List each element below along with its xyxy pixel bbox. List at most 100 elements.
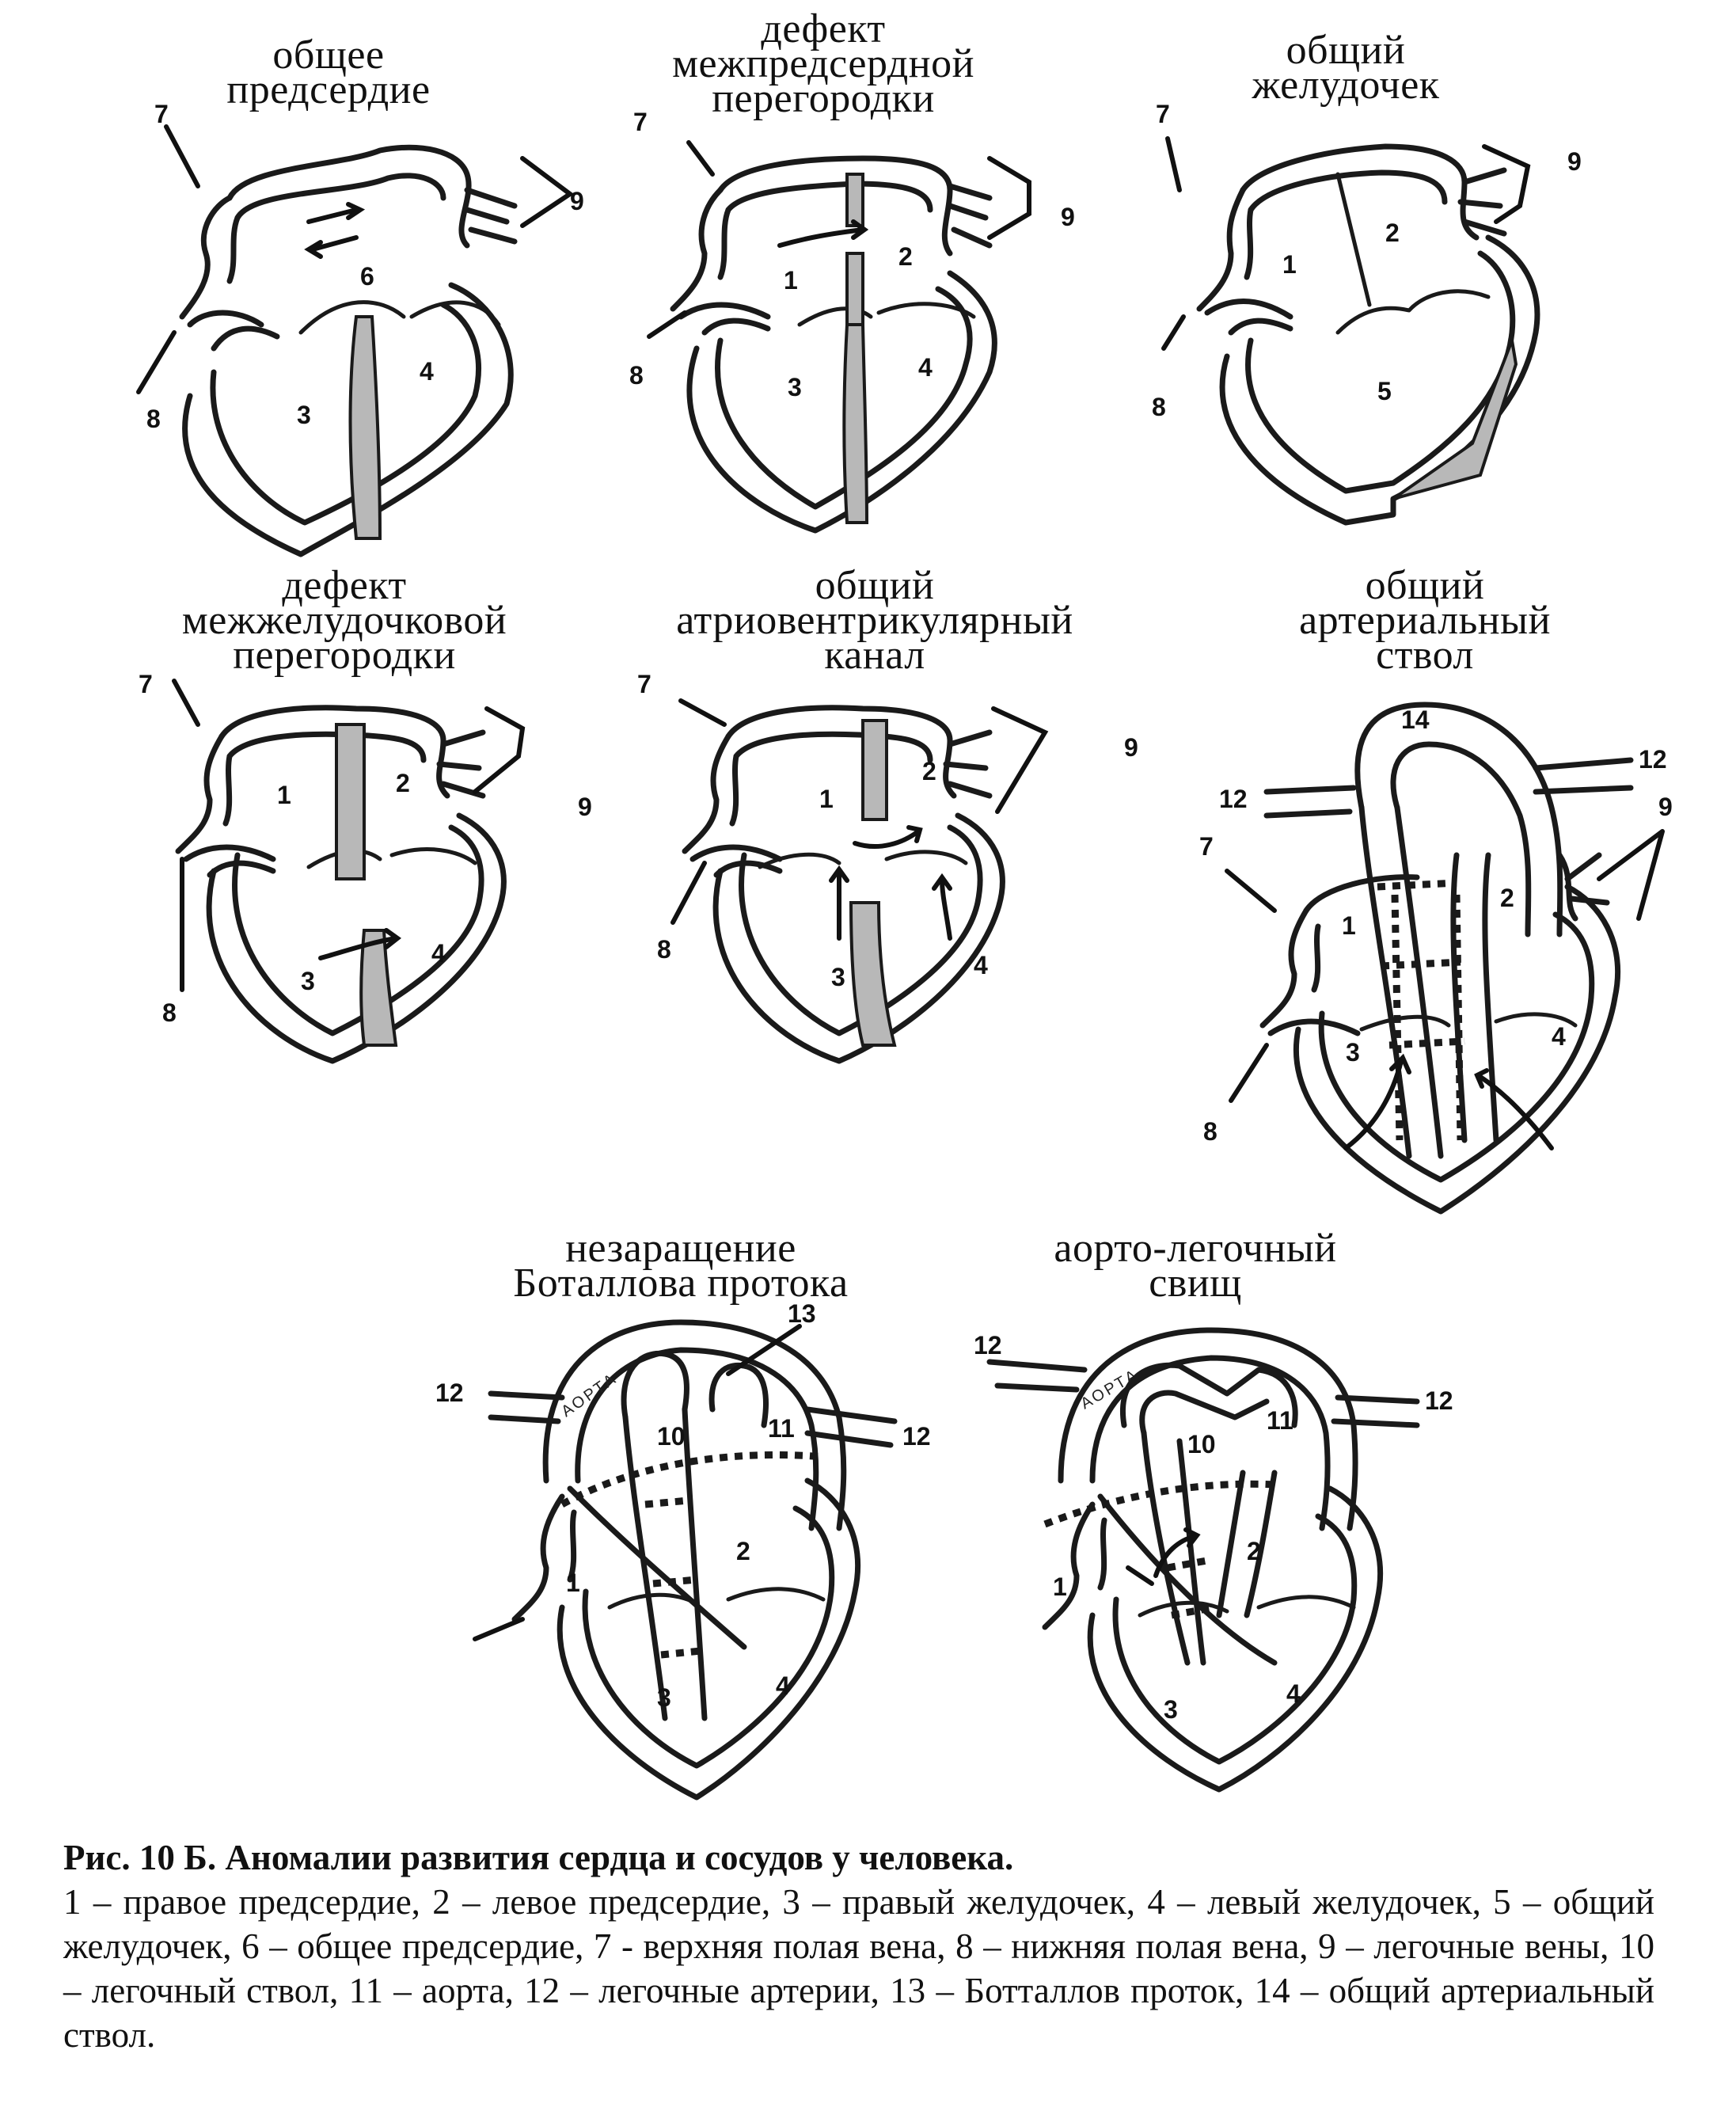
label-3: 3 bbox=[831, 963, 845, 991]
label-14: 14 bbox=[1401, 705, 1430, 734]
label-3: 3 bbox=[301, 967, 315, 995]
label-4: 4 bbox=[431, 939, 446, 968]
panel-title-av-canal: общий атриовентрикулярный канал bbox=[676, 563, 1073, 678]
pulmonary-trunk bbox=[560, 1350, 824, 1721]
label-9: 9 bbox=[1124, 733, 1138, 762]
atrial-septum-partial bbox=[861, 719, 888, 821]
panel-title-asd: дефект межпредсердной перегородки bbox=[672, 6, 974, 121]
pointer-7 bbox=[1225, 869, 1277, 913]
pointer-8 bbox=[670, 861, 707, 925]
diagram-aortopulmonary-window: АОРТА 12 12 10 11 2 1 3 4 bbox=[974, 1327, 1453, 1793]
heart-outline bbox=[682, 705, 1005, 1064]
diagram-atrial-septal-defect: 7 9 1 2 8 3 4 bbox=[629, 108, 1075, 534]
label-8: 8 bbox=[1152, 393, 1166, 421]
panel-title-truncus: общий артериальный ствол bbox=[1299, 563, 1551, 678]
label-4: 4 bbox=[1552, 1022, 1566, 1051]
pulmonary-arteries bbox=[986, 1359, 1420, 1428]
heart-outline bbox=[1042, 1485, 1383, 1793]
label-12-left: 12 bbox=[1219, 785, 1248, 813]
pulmonary-trunk bbox=[1043, 1362, 1298, 1666]
label-9: 9 bbox=[578, 793, 592, 821]
flow-arrows bbox=[1126, 1527, 1201, 1586]
label-3: 3 bbox=[788, 373, 802, 401]
diagram-common-atrium: 7 9 6 8 3 4 bbox=[136, 100, 584, 557]
diagram-truncus-arteriosus: 14 12 12 7 9 1 2 3 4 8 bbox=[1199, 702, 1673, 1215]
label-9: 9 bbox=[1567, 147, 1582, 176]
pulmonary-veins bbox=[436, 706, 526, 799]
diagram-av-canal: 7 9 1 2 8 3 4 bbox=[637, 670, 1138, 1064]
pointer-7 bbox=[1165, 136, 1182, 192]
label-4: 4 bbox=[1286, 1679, 1301, 1708]
label-12-right: 12 bbox=[1639, 745, 1667, 774]
label-8: 8 bbox=[1203, 1117, 1217, 1146]
panel-title-aortopulmonary-window: аорто-легочный свищ bbox=[1054, 1226, 1337, 1306]
label-3: 3 bbox=[657, 1683, 671, 1712]
pulmonary-arteries bbox=[488, 1390, 898, 1448]
label-7: 7 bbox=[154, 100, 169, 128]
diagram-patent-ductus: АОРТА 12 13 10 11 12 2 1 3 4 bbox=[435, 1299, 931, 1801]
pointer-7 bbox=[164, 124, 200, 188]
label-12-left: 12 bbox=[435, 1379, 464, 1407]
atrial-septum-line bbox=[1335, 172, 1372, 307]
label-12-right: 12 bbox=[1425, 1386, 1453, 1415]
flow-arrows bbox=[1343, 1053, 1554, 1150]
ventricular-septum bbox=[348, 315, 382, 540]
label-2: 2 bbox=[396, 769, 410, 797]
label-4: 4 bbox=[776, 1671, 790, 1700]
atrial-septum bbox=[335, 723, 366, 880]
label-10: 10 bbox=[657, 1422, 686, 1451]
atrial-septum-upper bbox=[845, 173, 864, 227]
label-9: 9 bbox=[1061, 203, 1075, 231]
caption-title: Рис. 10 Б. Аномалии развития сердца и со… bbox=[63, 1838, 1014, 1877]
label-4: 4 bbox=[918, 353, 933, 382]
label-12-right: 12 bbox=[902, 1422, 931, 1451]
label-6: 6 bbox=[360, 262, 374, 291]
pointer-8 bbox=[473, 1617, 525, 1641]
label-5: 5 bbox=[1377, 377, 1392, 405]
diagram-ventricular-septal-defect: 7 9 1 2 8 3 4 bbox=[139, 670, 592, 1064]
diagram-common-ventricle: 7 9 1 2 8 5 bbox=[1152, 100, 1582, 526]
panel-title-patent-ductus: незаращение Боталлова протока bbox=[513, 1226, 849, 1306]
label-3: 3 bbox=[1346, 1038, 1360, 1067]
label-8: 8 bbox=[657, 935, 671, 964]
label-8: 8 bbox=[629, 361, 644, 390]
heart-outline bbox=[1259, 852, 1620, 1215]
label-3: 3 bbox=[1164, 1695, 1178, 1724]
label-3: 3 bbox=[297, 401, 311, 429]
label-1: 1 bbox=[1342, 911, 1356, 940]
pointer-8 bbox=[1229, 1043, 1269, 1103]
label-7: 7 bbox=[139, 670, 153, 698]
heart-outline bbox=[670, 155, 997, 534]
ventricular-septum bbox=[842, 323, 869, 524]
label-1: 1 bbox=[784, 266, 798, 295]
label-11: 11 bbox=[768, 1414, 795, 1443]
pointer-7 bbox=[172, 679, 200, 727]
label-13: 13 bbox=[788, 1299, 816, 1328]
truncus-arteriosus bbox=[1354, 702, 1563, 1159]
figure-caption: Рис. 10 Б. Аномалии развития сердца и со… bbox=[63, 1835, 1654, 2057]
panel-title-common-ventricle: общий желудочек bbox=[1252, 28, 1440, 108]
flow-arrows bbox=[318, 928, 402, 960]
label-7: 7 bbox=[1156, 100, 1170, 128]
label-7: 7 bbox=[633, 108, 648, 136]
label-8: 8 bbox=[162, 998, 177, 1027]
pulmonary-veins bbox=[947, 156, 1031, 249]
label-7: 7 bbox=[637, 670, 651, 698]
label-2: 2 bbox=[922, 757, 936, 785]
ventricular-septum-partial bbox=[359, 929, 398, 1047]
pointer-8 bbox=[647, 310, 687, 339]
label-2: 2 bbox=[1247, 1537, 1261, 1565]
pointer-7 bbox=[686, 140, 715, 177]
label-4: 4 bbox=[974, 951, 988, 979]
pulmonary-veins bbox=[1457, 144, 1531, 237]
ventricular-septum-partial bbox=[849, 901, 897, 1047]
pulmonary-veins bbox=[464, 156, 575, 245]
label-12-left: 12 bbox=[974, 1331, 1002, 1360]
label-2: 2 bbox=[736, 1537, 750, 1565]
label-2: 2 bbox=[1500, 884, 1514, 912]
label-7: 7 bbox=[1199, 832, 1214, 861]
pointer-8 bbox=[1161, 314, 1186, 351]
label-2: 2 bbox=[1385, 219, 1400, 247]
label-1: 1 bbox=[1053, 1572, 1067, 1601]
